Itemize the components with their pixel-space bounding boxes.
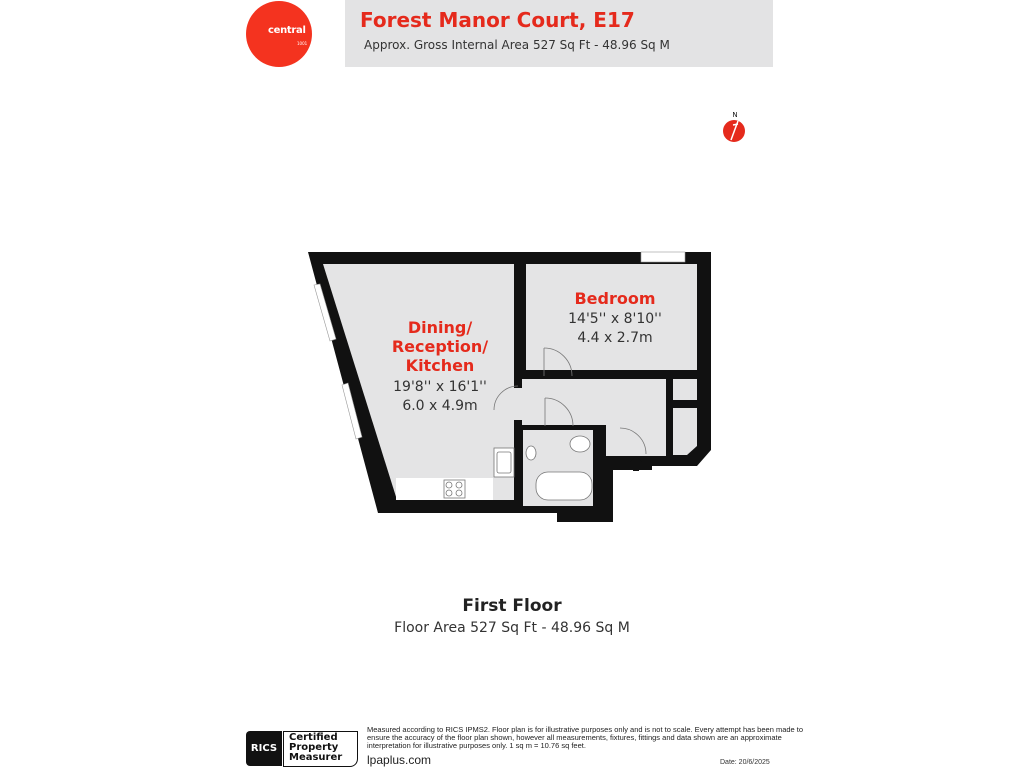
basin bbox=[525, 445, 537, 461]
room-name-bedroom: Bedroom bbox=[574, 289, 656, 308]
certified-measurer-badge: Certified Property Measurer bbox=[283, 731, 358, 767]
dining-reception-kitchen-floor bbox=[323, 264, 514, 500]
room-name-dining: Dining/ Reception/ Kitchen bbox=[391, 318, 489, 375]
entrance-floor bbox=[606, 425, 666, 456]
fixtures bbox=[396, 435, 593, 501]
doors bbox=[493, 347, 647, 455]
plan-date: Date: 20/6/2025 bbox=[720, 759, 770, 766]
gross-area: Approx. Gross Internal Area 527 Sq Ft - … bbox=[364, 38, 670, 52]
floor-area: Floor Area 527 Sq Ft - 48.96 Sq M bbox=[394, 620, 630, 636]
compass-label: N bbox=[732, 111, 737, 119]
hallway-floor bbox=[522, 379, 666, 425]
logo-subtext: 1001 bbox=[297, 41, 308, 46]
logo-text: central bbox=[268, 25, 306, 36]
disclaimer-text: Measured according to RICS IPMS2. Floor … bbox=[367, 725, 804, 750]
central-logo: central 1001 bbox=[246, 1, 312, 67]
compass-icon: N bbox=[723, 111, 745, 142]
room-dim-metric-dining: 6.0 x 4.9m bbox=[402, 398, 478, 414]
cupboard-1 bbox=[673, 379, 697, 400]
cupboard-2 bbox=[673, 408, 697, 455]
bedroom-floor bbox=[526, 264, 697, 370]
bathtub bbox=[535, 471, 593, 501]
website-link[interactable]: lpaplus.com bbox=[367, 753, 432, 767]
toilet bbox=[569, 435, 591, 453]
rics-logo: RICS bbox=[246, 731, 282, 766]
property-title: Forest Manor Court, E17 bbox=[360, 8, 635, 32]
room-dim-imperial-dining: 19'8'' x 16'1'' bbox=[393, 379, 487, 395]
rics-label: RICS bbox=[250, 743, 278, 754]
windows bbox=[313, 251, 686, 440]
room-dim-imperial-bedroom: 14'5'' x 8'10'' bbox=[568, 311, 662, 327]
floor-name: First Floor bbox=[462, 596, 562, 616]
header-banner bbox=[345, 0, 773, 67]
room-floors bbox=[323, 264, 697, 506]
entrance-arrow-icon bbox=[630, 456, 642, 471]
room-dim-metric-bedroom: 4.4 x 2.7m bbox=[577, 330, 653, 346]
